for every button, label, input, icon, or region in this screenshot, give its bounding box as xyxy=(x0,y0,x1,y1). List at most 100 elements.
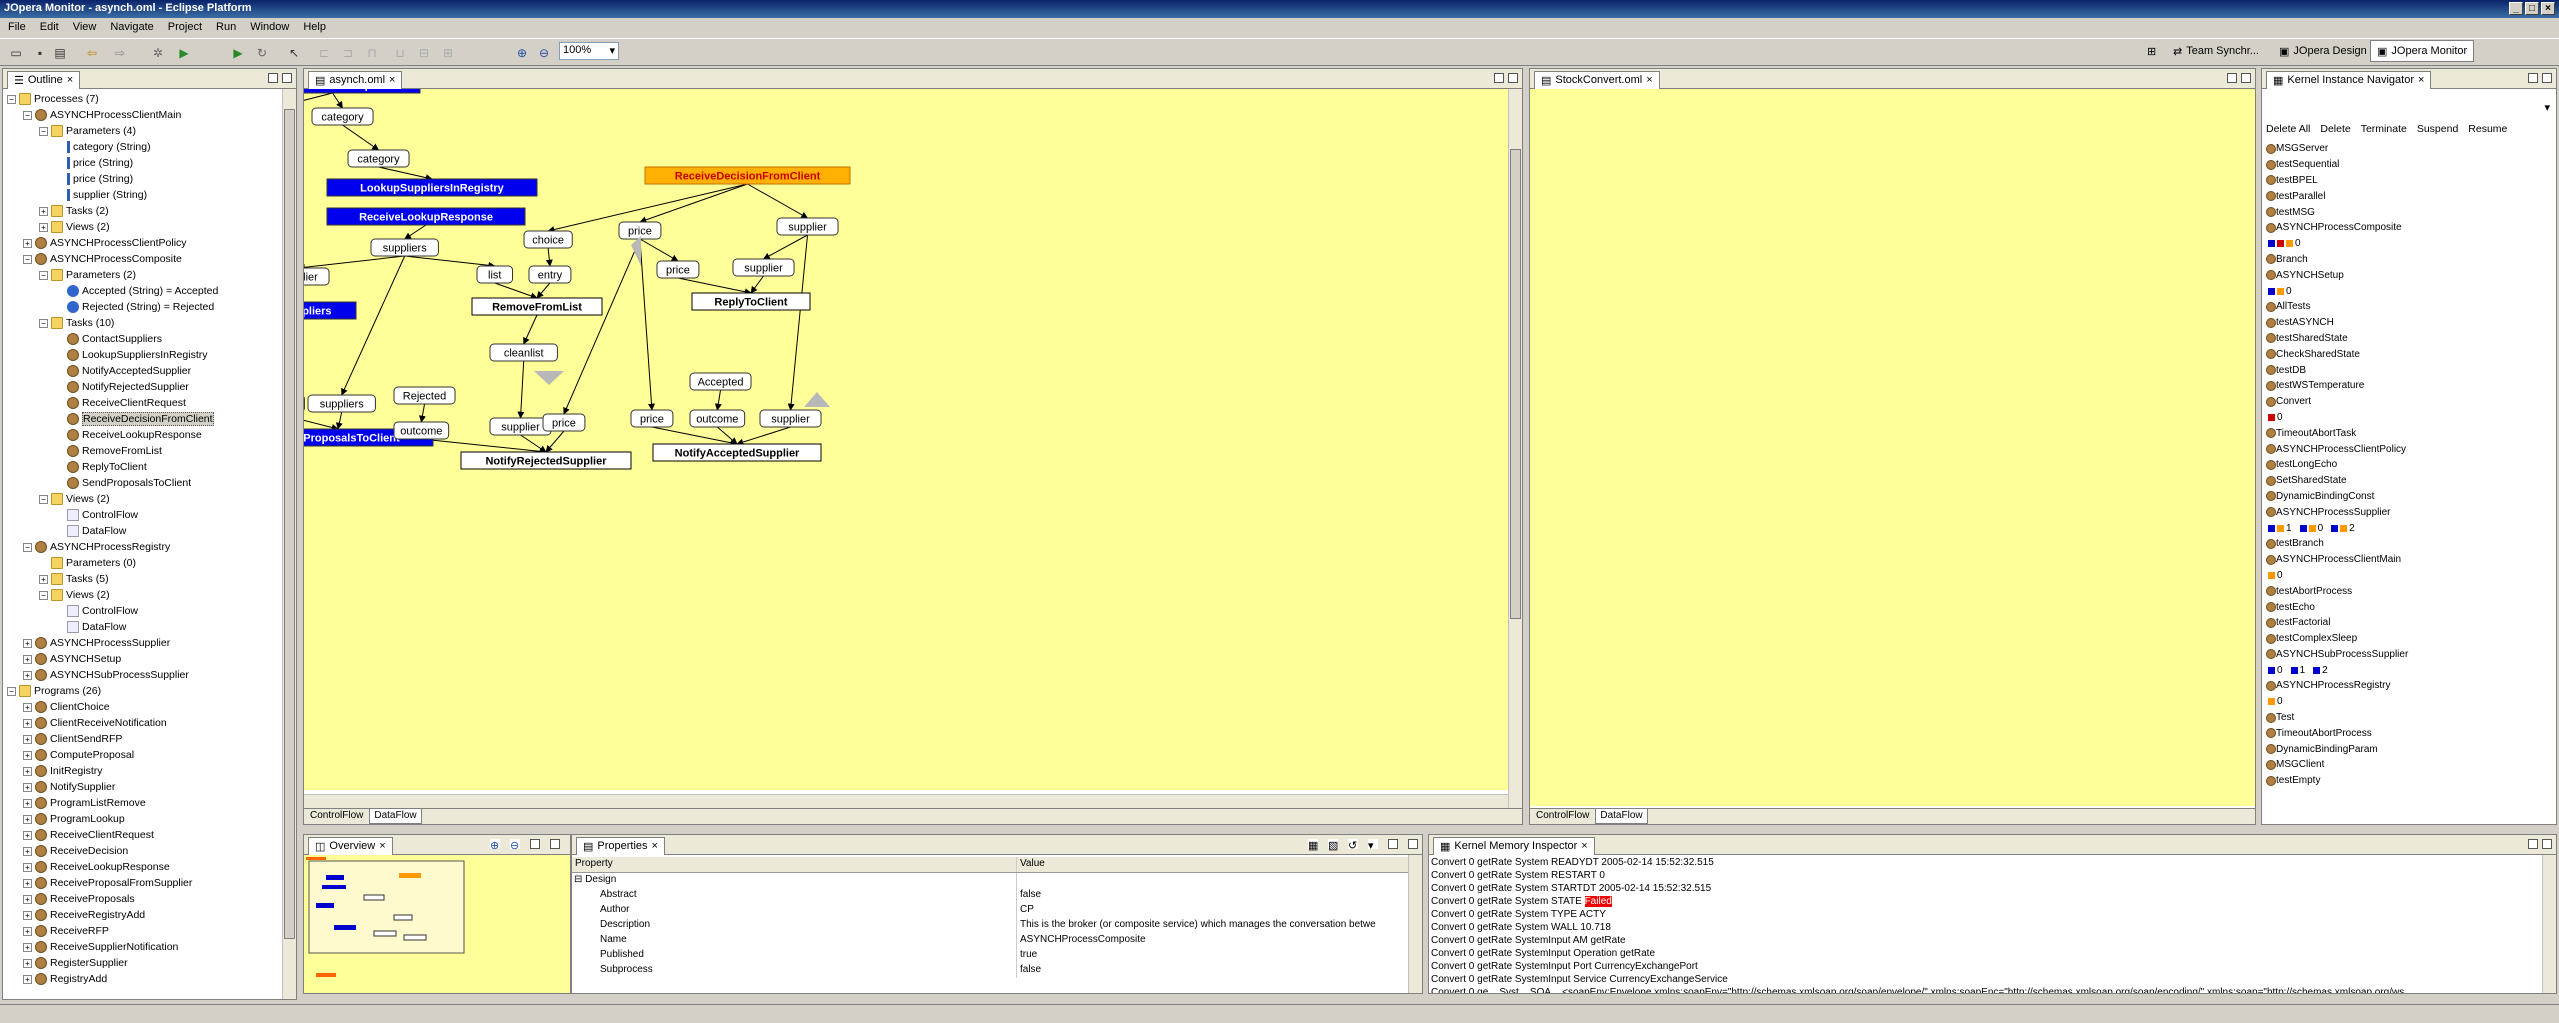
collapse-icon[interactable]: − xyxy=(23,110,32,120)
dataflow-edge[interactable] xyxy=(335,411,343,430)
outline-tree-item[interactable]: +ASYNCHSubProcessSupplier xyxy=(3,667,282,683)
property-value[interactable]: CP xyxy=(1020,904,1034,915)
outline-tree-item[interactable]: price (String) xyxy=(3,171,282,187)
expand-icon[interactable]: + xyxy=(23,750,32,760)
graph-node[interactable]: list xyxy=(476,265,514,284)
run-process-icon[interactable]: ▶ xyxy=(233,46,243,60)
outline-tree-item[interactable]: −Parameters (2) xyxy=(3,267,282,283)
perspective-jopera-design[interactable]: ▣JOpera Design xyxy=(2279,45,2367,58)
new-icon[interactable]: ▭ xyxy=(10,46,22,60)
instance-status-row[interactable]: 0 xyxy=(2262,236,2556,252)
menu-run[interactable]: Run xyxy=(216,21,237,33)
tab-controlflow[interactable]: ControlFlow xyxy=(1536,810,1590,821)
outline-tree-item[interactable]: +ClientReceiveNotification xyxy=(3,715,282,731)
instance-status-row[interactable]: 0 xyxy=(2262,410,2556,426)
run-icon[interactable]: ▶ xyxy=(179,46,189,60)
memory-scrollbar[interactable] xyxy=(2542,855,2556,993)
graph-node[interactable]: choice xyxy=(523,230,573,249)
tab-outline[interactable]: ☰Outline× xyxy=(7,70,81,89)
maximize-view-button[interactable] xyxy=(550,839,560,849)
expand-icon[interactable]: + xyxy=(23,910,32,920)
outline-tree-item[interactable]: +ReceiveRegistryAdd xyxy=(3,907,282,923)
instance-item[interactable]: SetSharedState xyxy=(2262,473,2556,489)
zoom-out-icon[interactable]: ⊖ xyxy=(538,46,550,60)
perspective-team-sync[interactable]: ⇄Team Synchr... xyxy=(2173,45,2259,58)
dataflow-edge[interactable] xyxy=(536,282,551,299)
expand-icon[interactable]: + xyxy=(23,670,32,680)
close-icon[interactable]: × xyxy=(2417,74,2425,86)
tab-dataflow[interactable]: DataFlow xyxy=(369,809,422,824)
expand-icon[interactable]: + xyxy=(23,734,32,744)
graph-node[interactable]: ContactSuppliers xyxy=(304,301,357,320)
outline-tree-item[interactable]: +RegistryAdd xyxy=(3,971,282,987)
dataflow-edge[interactable] xyxy=(545,247,553,267)
graph-node[interactable]: outcome xyxy=(689,409,746,428)
property-value[interactable] xyxy=(1017,873,1408,888)
outline-tree-item[interactable]: RemoveFromList xyxy=(3,443,282,459)
collapse-icon[interactable]: − xyxy=(39,318,48,328)
memory-entry[interactable]: Convert 0 getRate System STARTDT 2005-02… xyxy=(1431,883,1712,894)
instance-item[interactable]: ASYNCHProcessSupplier xyxy=(2262,504,2556,520)
dataflow-edge[interactable] xyxy=(639,238,656,411)
menu-project[interactable]: Project xyxy=(167,21,203,33)
outline-tree-item[interactable]: ReceiveClientRequest xyxy=(3,395,282,411)
tab-kernel-memory-inspector[interactable]: ▦Kernel Memory Inspector× xyxy=(1433,836,1595,855)
restore-default-icon[interactable]: ↺ xyxy=(1348,839,1358,852)
graph-node[interactable]: LookupSuppliersInRegistry xyxy=(326,178,538,197)
instance-item[interactable]: testParallel xyxy=(2262,188,2556,204)
resume-button[interactable]: Resume xyxy=(2468,123,2508,135)
expand-icon[interactable]: + xyxy=(23,718,32,728)
minimize-view-button[interactable] xyxy=(268,73,278,83)
property-value[interactable]: false xyxy=(1020,964,1042,975)
close-icon[interactable]: × xyxy=(389,74,396,86)
collapse-icon[interactable]: − xyxy=(7,686,16,696)
dataflow-edge[interactable] xyxy=(342,124,380,151)
instance-item[interactable]: ASYNCHProcessClientPolicy xyxy=(2262,441,2556,457)
property-value[interactable]: false xyxy=(1020,889,1042,900)
menu-navigate[interactable]: Navigate xyxy=(110,21,154,33)
filter-icon[interactable]: ▧ xyxy=(1328,839,1339,852)
instance-item[interactable]: TimeoutAbortTask xyxy=(2262,425,2556,441)
memory-entry[interactable]: Convert 0 getRate System RESTART 0 xyxy=(1431,870,1605,881)
gear-icon[interactable]: ✲ xyxy=(152,46,164,60)
maximize-view-button[interactable] xyxy=(1508,73,1518,83)
outline-tree-item[interactable]: NotifyRejectedSupplier xyxy=(3,379,282,395)
dataflow-edge[interactable] xyxy=(332,92,343,109)
dataflow-edge[interactable] xyxy=(418,403,426,423)
graph-node[interactable]: NotifyRejectedSupplier xyxy=(460,451,632,470)
outline-tree-item[interactable]: ReceiveDecisionFromClient xyxy=(3,411,282,427)
outline-tree-item[interactable]: DataFlow xyxy=(3,523,282,539)
minimize-view-button[interactable] xyxy=(1494,73,1504,83)
instance-status-row[interactable]: 0 xyxy=(2262,694,2556,710)
graph-node[interactable]: entry xyxy=(528,265,572,284)
expand-icon[interactable]: + xyxy=(23,654,32,664)
graph-node[interactable]: suppliers xyxy=(307,394,376,413)
outline-tree-item[interactable]: ContactSuppliers xyxy=(3,331,282,347)
minimize-button[interactable]: _ xyxy=(2509,2,2523,15)
column-value[interactable]: Value xyxy=(1020,858,1045,869)
graph-node[interactable]: Accepted xyxy=(689,372,752,391)
outline-tree-item[interactable]: +ReceiveRFP xyxy=(3,923,282,939)
instance-item[interactable]: testSharedState xyxy=(2262,331,2556,347)
close-button[interactable]: × xyxy=(2541,2,2555,15)
minimize-view-button[interactable] xyxy=(2227,73,2237,83)
menu-help[interactable]: Help xyxy=(303,21,326,33)
align-left-icon[interactable]: ⊏ xyxy=(318,46,330,60)
instance-item[interactable]: AllTests xyxy=(2262,299,2556,315)
memory-entry[interactable]: Convert 0 getRate System TYPE ACTY xyxy=(1431,909,1606,920)
property-value[interactable]: This is the broker (or composite service… xyxy=(1020,919,1376,930)
collapse-icon[interactable]: − xyxy=(39,590,48,600)
outline-tree-item[interactable]: +ReceiveLookupResponse xyxy=(3,859,282,875)
outline-tree-item[interactable]: +InitRegistry xyxy=(3,763,282,779)
outline-tree-item[interactable]: +ProgramLookup xyxy=(3,811,282,827)
memory-entry[interactable]: Convert 0 getRate SystemInput Port Curre… xyxy=(1431,961,1698,972)
graph-node[interactable]: supplier xyxy=(304,267,330,286)
outline-tree-item[interactable]: category (String) xyxy=(3,139,282,155)
instance-item[interactable]: Branch xyxy=(2262,252,2556,268)
outline-tree-item[interactable]: ReplyToClient xyxy=(3,459,282,475)
outline-tree-item[interactable]: +RegisterSupplier xyxy=(3,955,282,971)
dataflow-edge[interactable] xyxy=(717,426,738,445)
minimize-view-button[interactable] xyxy=(2528,839,2538,849)
graph-node[interactable]: ReceiveLookupResponse xyxy=(326,207,526,226)
